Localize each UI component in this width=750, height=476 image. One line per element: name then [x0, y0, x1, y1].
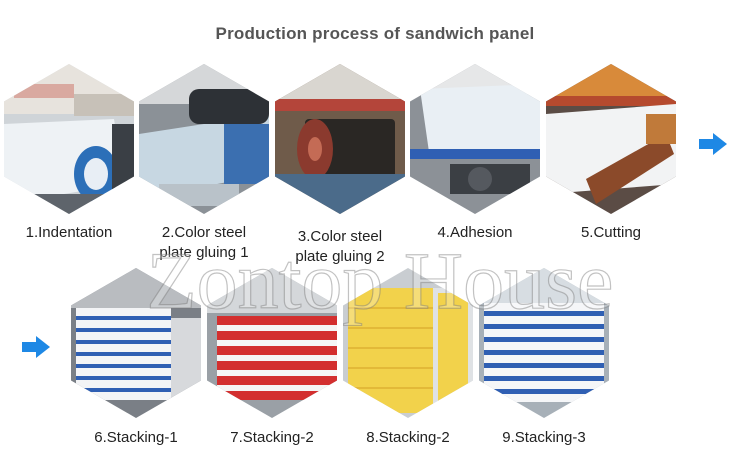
step-5-label: 5.Cutting: [580, 224, 642, 241]
step-8-photo: [343, 268, 473, 418]
right-arrow-icon: [699, 133, 727, 155]
step-1-label: 1.Indentation: [25, 224, 113, 241]
step-1-caption: 1.Indentation: [0, 223, 144, 243]
step-2-label-line-2: plate gluing 1: [159, 244, 249, 261]
step-6-caption: 6.Stacking-1: [61, 428, 211, 448]
step-7-photo: [207, 268, 337, 418]
step-9-label: 9.Stacking-3: [502, 429, 586, 446]
step-2-label-line-1: 2.Color steel: [161, 224, 247, 241]
right-arrow-icon: [22, 336, 50, 358]
step-3-photo: [275, 64, 405, 214]
step-7-caption: 7.Stacking-2: [197, 428, 347, 448]
step-9-photo: [479, 268, 609, 418]
step-8-label: 8.Stacking-2: [366, 429, 450, 446]
step-6-photo: [71, 268, 201, 418]
step-6-label: 6.Stacking-1: [94, 429, 178, 446]
step-4-caption: 4.Adhesion: [400, 223, 550, 243]
step-9-caption: 9.Stacking-3: [469, 428, 619, 448]
step-3-caption: 3.Color steel plate gluing 2: [265, 227, 415, 267]
step-2-photo: [139, 64, 269, 214]
step-3-label-line-2: plate gluing 2: [295, 248, 385, 265]
page-title: Production process of sandwich panel: [215, 24, 535, 43]
step-8-caption: 8.Stacking-2: [333, 428, 483, 448]
step-4-photo: [410, 64, 540, 214]
step-3-label-line-1: 3.Color steel: [297, 228, 383, 245]
step-4-label: 4.Adhesion: [437, 224, 513, 241]
step-5-caption: 5.Cutting: [536, 223, 686, 243]
step-5-photo: [546, 64, 676, 214]
step-7-label: 7.Stacking-2: [230, 429, 314, 446]
step-1-photo: [4, 64, 134, 214]
step-2-caption: 2.Color steel plate gluing 1: [129, 223, 279, 263]
